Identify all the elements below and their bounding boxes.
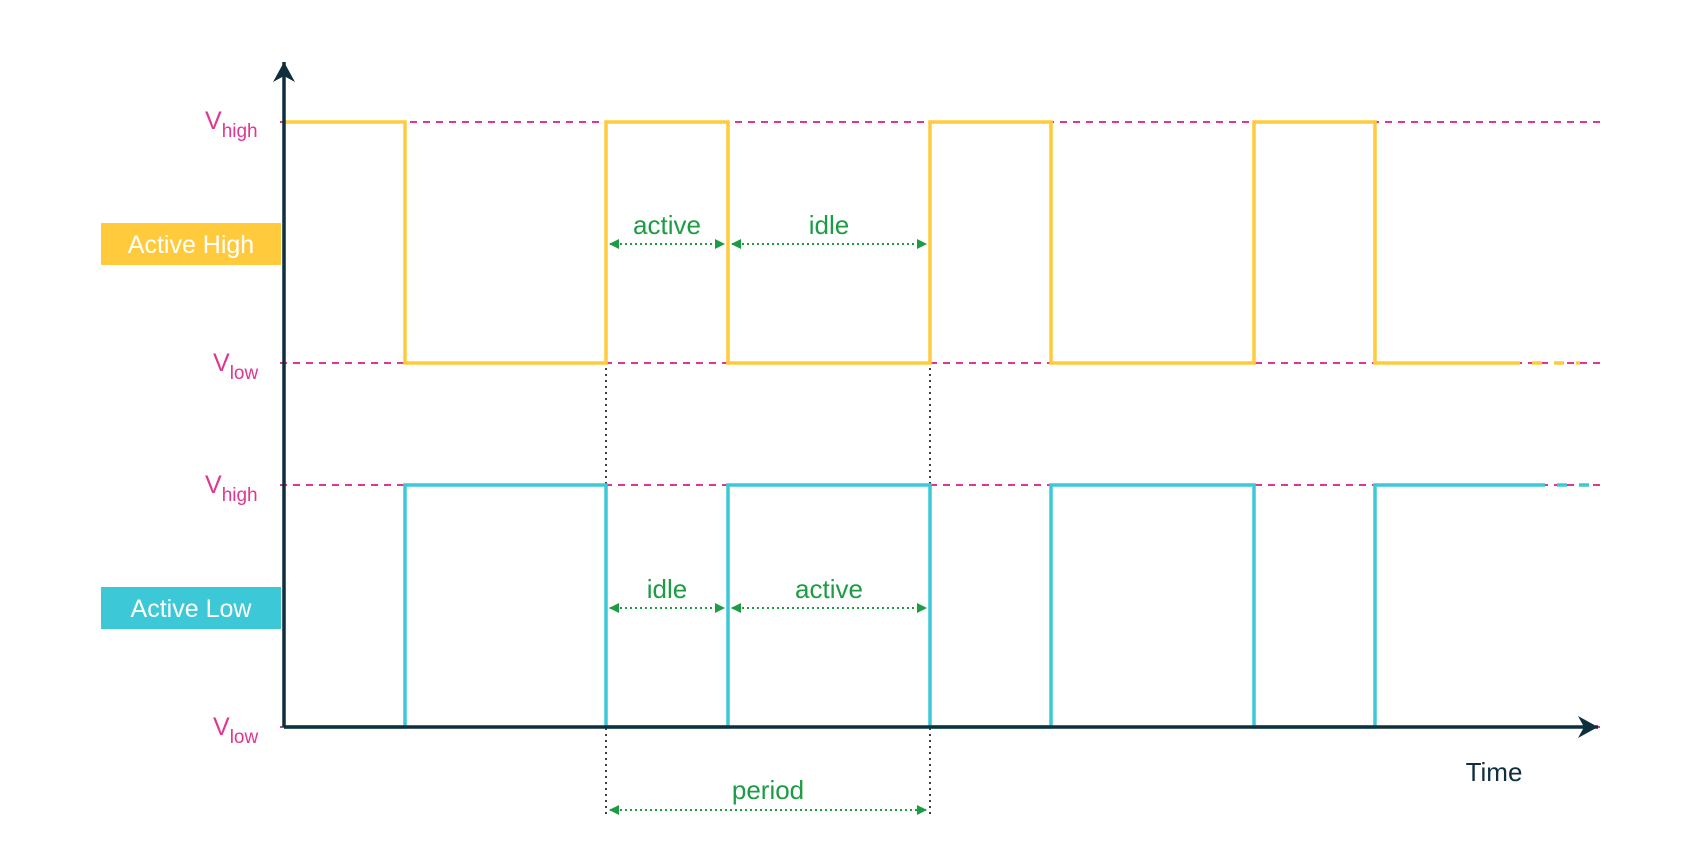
vlow-label-top: Vlow	[213, 349, 258, 384]
vhigh-label-bottom: Vhigh	[205, 471, 258, 506]
x-axis-label: Time	[1466, 757, 1523, 787]
active-high-waveform	[284, 120, 1510, 365]
active-high-badge: Active High	[101, 223, 281, 265]
top-idle-text: idle	[809, 210, 849, 240]
level-reference-lines	[280, 121, 1605, 728]
active-high-label: Active High	[128, 231, 254, 259]
top-active-text: active	[633, 210, 701, 240]
vlow-label-bottom: Vlow	[213, 713, 258, 748]
bottom-idle-text: idle	[647, 574, 687, 604]
active-low-waveform	[284, 483, 1535, 729]
bottom-active-text: active	[795, 574, 863, 604]
active-low-label: Active Low	[131, 595, 253, 623]
period-text: period	[732, 775, 804, 805]
active-low-badge: Active Low	[101, 587, 281, 629]
vhigh-label-top: Vhigh	[205, 107, 258, 142]
